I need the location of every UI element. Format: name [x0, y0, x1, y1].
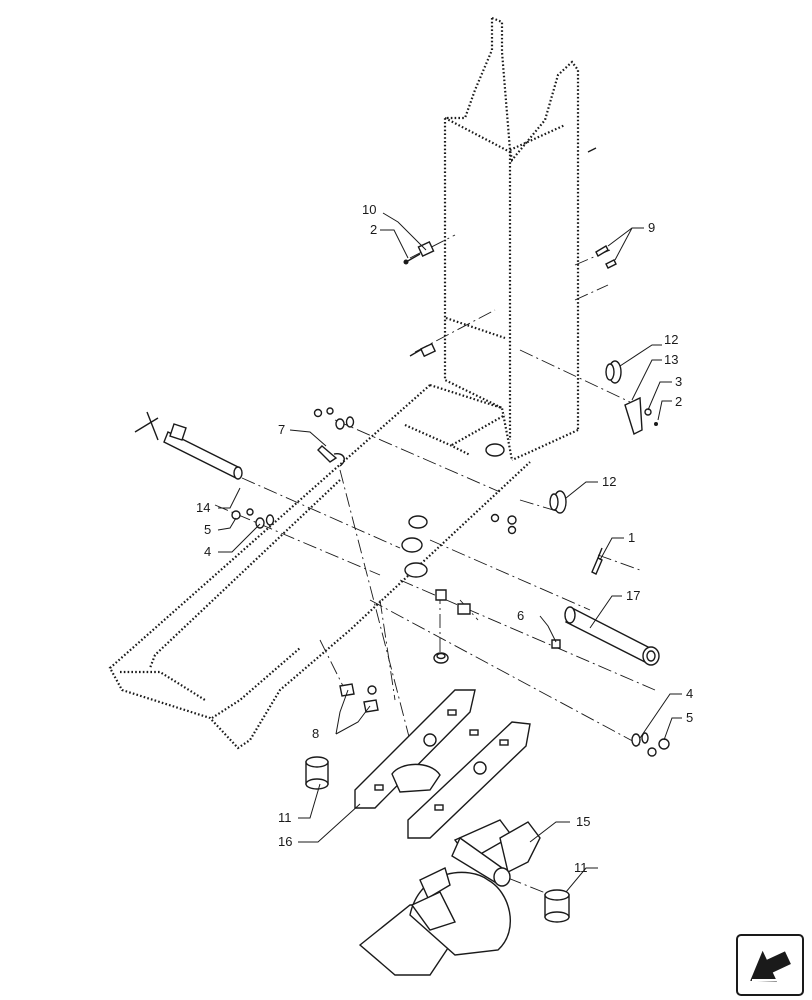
- main-hitch-pin: [564, 606, 660, 666]
- toothed-washer: [433, 652, 449, 664]
- roll-pin: [591, 547, 603, 575]
- callout-3: 3: [675, 374, 682, 389]
- vertical-stand-frame: [443, 16, 580, 462]
- callout-2-top: 2: [370, 222, 377, 237]
- spacer-bushing-right: [544, 889, 570, 923]
- callout-4-right: 4: [686, 686, 693, 701]
- hitch-bosses: [401, 443, 505, 578]
- callout-12-upper: 12: [664, 332, 678, 347]
- lynch-pin-clip: [317, 445, 345, 467]
- mid-frame-bolt: [409, 342, 437, 358]
- next-page-arrow-icon[interactable]: [736, 934, 804, 996]
- callout-2-right: 2: [675, 394, 682, 409]
- upper-nuts-washers: [313, 407, 355, 430]
- upper-bushing: [605, 360, 622, 384]
- center-bolts: [435, 589, 471, 615]
- callout-5-left: 5: [204, 522, 211, 537]
- small-key: [551, 639, 561, 649]
- callout-6: 6: [517, 608, 524, 623]
- callout-16: 16: [278, 834, 292, 849]
- callout-labels: 10 2 9 12 13 3 2 7 14 5 4 12 1 17 6 4 5 …: [196, 202, 693, 875]
- jack-handle-pin: [134, 411, 243, 480]
- hinge-plate-assembly: [354, 689, 531, 839]
- callout-11-right: 11: [574, 860, 588, 875]
- callout-4-left: 4: [204, 544, 211, 559]
- callout-14: 14: [196, 500, 210, 515]
- tongue-frame: [108, 383, 531, 750]
- callout-11-left: 11: [278, 810, 292, 825]
- callout-7: 7: [278, 422, 285, 437]
- callout-17: 17: [626, 588, 640, 603]
- callout-13: 13: [664, 352, 678, 367]
- callout-10: 10: [362, 202, 376, 217]
- left-nut-washer: [231, 508, 275, 529]
- callout-9: 9: [648, 220, 655, 235]
- tongue-nuts-right: [490, 513, 517, 535]
- spacer-bushing-left: [305, 756, 329, 790]
- lower-bushing: [549, 490, 567, 514]
- callout-5-right: 5: [686, 710, 693, 725]
- callout-15: 15: [576, 814, 590, 829]
- callout-8: 8: [312, 726, 319, 741]
- retaining-bracket: [624, 396, 658, 435]
- callout-1: 1: [628, 530, 635, 545]
- mount-bolts: [339, 683, 379, 713]
- callout-leaders: [217, 212, 682, 893]
- hitch-plate: [358, 819, 541, 976]
- callout-12-lower: 12: [602, 474, 616, 489]
- side-bolts: [587, 147, 617, 269]
- upper-bolt-spacer: [403, 241, 435, 265]
- right-washer-nut: [631, 732, 670, 757]
